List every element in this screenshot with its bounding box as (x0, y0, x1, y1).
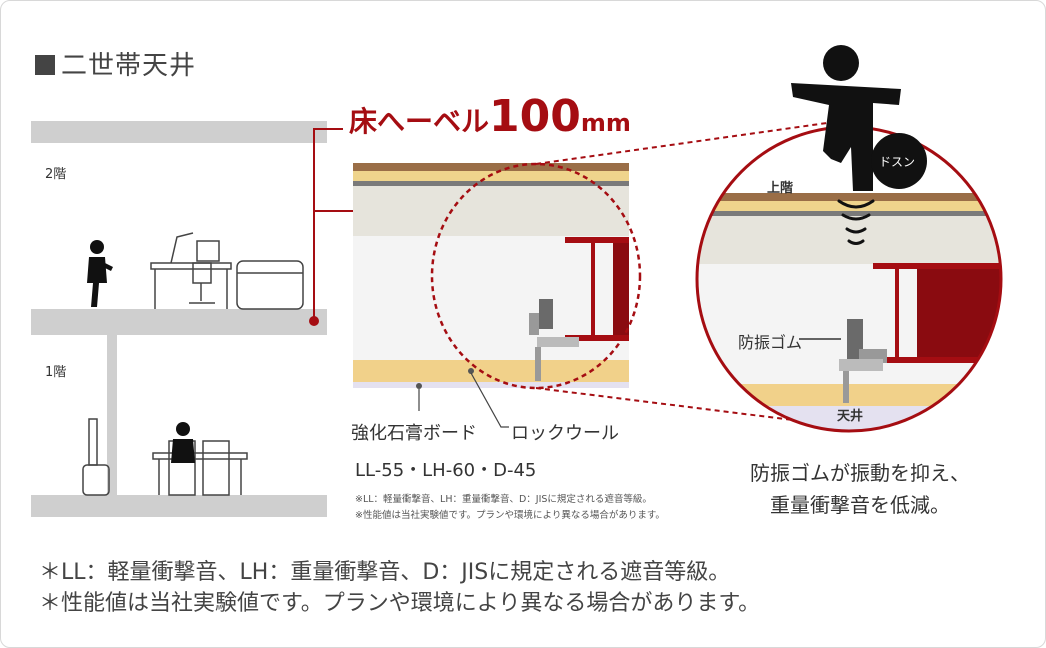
vibration-waves-icon (837, 199, 875, 245)
impact-badge (871, 133, 927, 189)
zoom-line-top (535, 120, 842, 165)
title-text: 二世帯天井 (61, 51, 197, 81)
rock-wool-label: ロックウール (511, 423, 619, 444)
footnotes: ＊LL：軽量衝撃音、LH：重量衝撃音、D：JISに規定される遮音等級。 ＊性能値… (39, 557, 760, 619)
rockwool-leader (470, 372, 509, 428)
zoom-detail (697, 127, 1001, 431)
ceiling-label: 天井 (837, 409, 864, 424)
sound-grade: LL-55・LH-60・D-45 (355, 460, 537, 481)
page-title: 二世帯天井 (35, 45, 196, 82)
impact-badge-text: ドスン (879, 155, 916, 169)
person-pictogram-icon (791, 45, 901, 191)
floor-section (353, 163, 629, 388)
downstairs-person-figure (171, 422, 195, 463)
footnote-2: ＊性能値は当社実験値です。プランや環境により異なる場合があります。 (39, 591, 761, 616)
roof-slab (31, 121, 327, 143)
upstairs-furniture (150, 232, 304, 310)
caption-line-2: 重量衝撃音を低減。 (770, 493, 950, 517)
leader-line (313, 128, 343, 321)
upstairs-child-figure (87, 240, 113, 307)
floor-2-label: 2階 (45, 167, 67, 182)
rubber-label: 防振ゴム (738, 333, 803, 352)
heading-unit: mm (580, 109, 631, 137)
footnote-1: ＊LL：軽量衝撃音、LH：重量衝撃音、D：JISに規定される遮音等級。 (39, 560, 731, 585)
middle-slab (31, 309, 327, 335)
caption-line-1: 防振ゴムが振動を抑え、 (750, 461, 970, 485)
gypsum-marker (416, 383, 422, 389)
square-bullet-icon (35, 55, 55, 75)
column (107, 335, 117, 495)
gypsum-board-label: 強化石膏ボード (351, 423, 477, 444)
small-note-2: ※性能値は当社実験値です。プランや環境により異なる場合があります。 (355, 510, 665, 521)
downstairs-furniture (82, 418, 248, 496)
caption: 防振ゴムが振動を抑え、 重量衝撃音を低減。 (727, 457, 993, 521)
upper-floor-label: 上階 (767, 181, 794, 196)
rockwool-marker (468, 368, 474, 374)
floor-1-label: 1階 (45, 365, 67, 380)
heading-number: 100 (489, 91, 581, 142)
floor-heading: 床へーベル100mm (349, 91, 631, 142)
small-note-1: ※LL：軽量衝撃音、LH：重量衝撃音、D：JISに規定される遮音等級。 (355, 494, 652, 505)
heading-text: 床へーベル (349, 105, 490, 138)
ground-slab (31, 495, 327, 517)
